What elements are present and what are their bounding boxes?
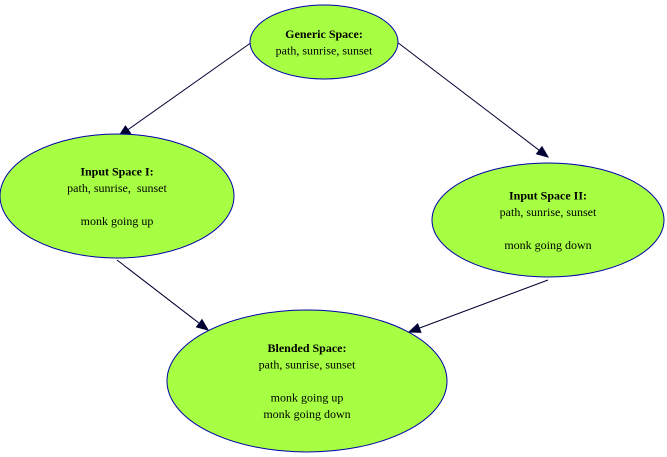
arrowhead-icon	[535, 145, 550, 158]
node-text-line: path, sunrise, sunset	[259, 358, 356, 372]
node-generic: Generic Space: path, sunrise, sunset	[249, 4, 399, 80]
edge-line	[396, 41, 540, 151]
node-text-line: path, sunrise, sunset	[67, 181, 167, 195]
edge-line	[419, 279, 549, 329]
edge-input1-to-blended	[116, 259, 210, 331]
node-input1: Input Space I: path, sunrise, sunset monk …	[0, 133, 235, 259]
node-title: Generic Space:	[285, 27, 363, 41]
node-title: Input Space II:	[509, 188, 587, 202]
node-ellipse	[0, 133, 235, 259]
node-text-line: monk going down	[263, 407, 350, 421]
node-ellipse	[249, 4, 399, 80]
node-text-line: monk going up	[81, 214, 154, 228]
edge-input2-to-blended	[407, 279, 549, 333]
arrowhead-icon	[407, 323, 422, 333]
node-blended: Blended Space: path, sunrise, sunset monk …	[166, 309, 448, 453]
node-title: Blended Space:	[267, 341, 346, 355]
node-text-line: path, sunrise, sunset	[276, 43, 373, 57]
node-text-line: monk going down	[504, 238, 591, 252]
node-ellipse	[431, 162, 665, 278]
edge-generic-to-input2	[396, 41, 550, 158]
node-title: Input Space I:	[80, 164, 153, 178]
arrowhead-icon	[195, 318, 210, 331]
node-text-line: monk going up	[271, 391, 344, 405]
node-input2: Input Space II: path, sunrise, sunset monk…	[431, 162, 665, 278]
edge-line	[116, 259, 200, 324]
node-ellipse	[166, 309, 448, 453]
edge-line	[127, 41, 253, 131]
edge-generic-to-input1	[117, 41, 253, 137]
node-text-line: path, sunrise, sunset	[500, 205, 597, 219]
